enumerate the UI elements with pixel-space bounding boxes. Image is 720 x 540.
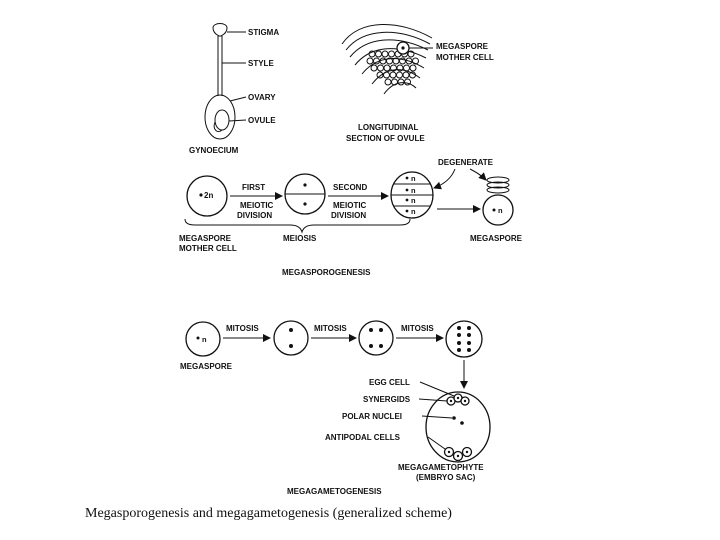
megasporogenesis-title: MEGASPOROGENESIS: [282, 268, 371, 277]
megagametophyte-label: MEGAGAMETOPHYTE: [398, 463, 484, 472]
megaspore-label-1: MEGASPORE: [470, 234, 523, 243]
first-meiotic-label: MEIOTIC: [240, 201, 274, 210]
megasporogenesis-section: 2n FIRST MEIOTIC DIVISION SECOND MEIOTIC…: [179, 158, 523, 277]
nucellus-cell: [384, 78, 392, 86]
first-label: FIRST: [242, 183, 265, 192]
mmc-label-line2: MOTHER CELL: [179, 244, 237, 253]
two-nucleate-cell: [273, 320, 309, 356]
nucellus-cell: [407, 50, 415, 58]
synergids-label: SYNERGIDS: [363, 395, 411, 404]
nucellus-cell: [409, 71, 416, 79]
degenerate-label: DEGENERATE: [438, 158, 494, 167]
first-division-label: DIVISION: [237, 211, 272, 220]
nucellus-cell: [377, 64, 384, 72]
second-label: SECOND: [333, 183, 367, 192]
ovule-label: OVULE: [248, 116, 276, 125]
megagametogenesis-section: n MEGASPORE MITOSIS MITOSIS MITOSIS: [180, 320, 491, 496]
megaspore-mother-cell: [186, 175, 228, 217]
eight-nucleate-cell: [445, 320, 483, 358]
degenerated-megaspores: [486, 176, 510, 194]
ovule-mmc-label-line2: MOTHER CELL: [436, 53, 494, 62]
svg-text:n: n: [411, 174, 416, 183]
embryo-sac: [425, 391, 491, 463]
gynoecium-title: GYNOECIUM: [189, 146, 239, 155]
gynoecium-figure: STIGMA STYLE OVARY OVULE GYNOECIUM: [189, 23, 279, 155]
polar-nucleus-1: [452, 416, 456, 420]
nucellus-cell: [404, 78, 411, 86]
egg-cell-label: EGG CELL: [369, 378, 410, 387]
ovary-label: OVARY: [248, 93, 276, 102]
stigma-label: STIGMA: [248, 28, 279, 37]
nucellus-cells: [366, 50, 419, 86]
megaspore-label-2: MEGASPORE: [180, 362, 233, 371]
megaspore-cell: [185, 321, 221, 357]
style-shape: [217, 36, 223, 96]
nucellus-cell: [366, 57, 374, 65]
four-nucleate-cell: [358, 320, 394, 356]
ovule-section-title-line1: LONGITUDINAL: [358, 123, 419, 132]
svg-text:n: n: [202, 335, 207, 344]
polar-nuclei-label: POLAR NUCLEI: [342, 412, 402, 421]
nucellus-cell: [383, 64, 391, 72]
mmc-label-line1: MEGASPORE: [179, 234, 232, 243]
nucellus-cell: [403, 64, 410, 72]
nucellus-cell: [381, 50, 389, 58]
nucellus-cell: [397, 78, 405, 86]
nucellus-cell: [388, 50, 395, 58]
nucellus-cell: [389, 71, 397, 79]
embryo-sac-label: (EMBRYO SAC): [416, 473, 476, 482]
nucellus-cell: [409, 64, 417, 72]
nucellus-cell: [379, 57, 387, 65]
nucellus-cell: [383, 71, 390, 79]
ovule-shape: [214, 109, 230, 131]
nucellus-cell: [399, 57, 406, 65]
nucellus-cell: [402, 71, 410, 79]
functional-megaspore: [482, 194, 514, 226]
nucellus-cell: [412, 57, 419, 65]
stigma-shape: [212, 23, 228, 37]
ovule-mmc-label-line1: MEGASPORE: [436, 42, 489, 51]
figure-caption: Megasporogenesis and megagametogenesis (…: [85, 506, 452, 521]
ovule-section-title-line2: SECTION OF OVULE: [346, 134, 425, 143]
megagametogenesis-title: MEGAGAMETOGENESIS: [287, 487, 382, 496]
svg-text:n: n: [411, 207, 416, 216]
style-label: STYLE: [248, 59, 274, 68]
ovary-shape: [204, 94, 236, 140]
polar-nucleus-2: [460, 421, 464, 425]
mother-cell-nucleus-label: 2n: [204, 191, 213, 200]
nucellus-cell: [375, 50, 382, 58]
meiosis-bracket: [184, 218, 411, 234]
mitosis-label-3: MITOSIS: [401, 324, 434, 333]
svg-text:n: n: [411, 186, 416, 195]
second-meiotic-label: MEIOTIC: [333, 201, 367, 210]
nucellus-cell: [396, 71, 403, 79]
svg-text:n: n: [498, 206, 503, 215]
second-division-label: DIVISION: [331, 211, 366, 220]
meiosis-label: MEIOSIS: [283, 234, 317, 243]
svg-text:n: n: [411, 196, 416, 205]
mitosis-label-1: MITOSIS: [226, 324, 259, 333]
nucellus-cell: [370, 64, 378, 72]
mitosis-label-2: MITOSIS: [314, 324, 347, 333]
ovule-section-figure: MEGASPORE MOTHER CELL LONGITUDINAL SECTI…: [341, 23, 494, 143]
antipodal-cells-label: ANTIPODAL CELLS: [325, 433, 401, 442]
